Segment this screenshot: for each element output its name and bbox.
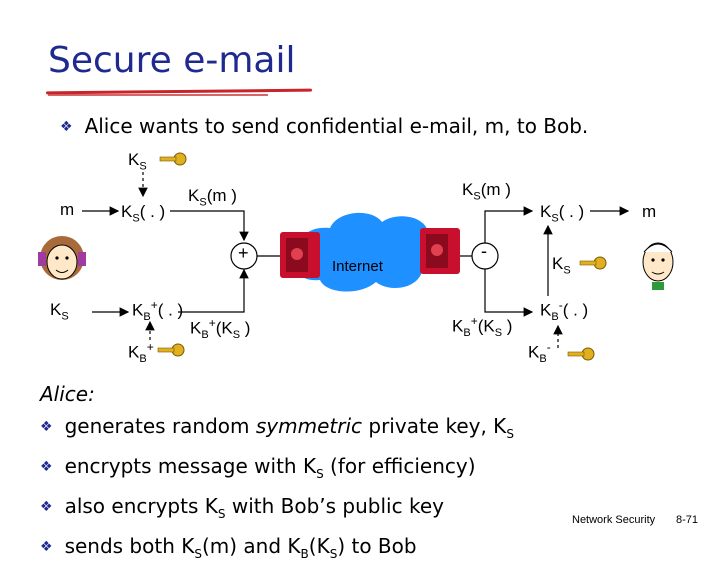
m-left-label: m: [60, 200, 75, 219]
plus-sign: +: [238, 243, 249, 263]
ksm-left-label: KS(m ): [188, 186, 237, 209]
bullet-icon: ❖: [40, 499, 53, 515]
kbpub-key-label: KB+: [128, 340, 154, 366]
internet-cloud: [299, 212, 442, 292]
ksm-right-label: KS(m ): [462, 180, 511, 203]
ks-right-label: KS: [552, 254, 571, 277]
title-underline-2: [48, 94, 268, 96]
ks-left-label: KS: [50, 300, 69, 323]
router-left-icon: [280, 232, 320, 278]
key-icon: [157, 343, 185, 357]
minus-to-ksdec-arrow: [484, 206, 534, 243]
alice-heading: Alice:: [40, 382, 95, 406]
kbks-to-plus-arrow: [178, 268, 249, 313]
diagram: [38, 152, 674, 361]
list-item: ❖also encrypts KS with Bob’s public key: [40, 494, 444, 521]
ks-top-label: KS: [128, 150, 147, 173]
bullet-icon: ❖: [40, 459, 53, 475]
bullet-icon: ❖: [60, 119, 73, 135]
kbpriv-key-label: KB-: [528, 340, 551, 366]
kbpriv-decrypt-label: KB-( . ): [540, 298, 589, 324]
list-item: ❖encrypts message with KS (for efficienc…: [40, 454, 476, 481]
bullet-icon: ❖: [40, 419, 53, 435]
kbpub-encrypt-label: KB+( . ): [132, 298, 184, 324]
intro-text: Alice wants to send confidential e-mail,…: [84, 114, 589, 138]
key-icon: [579, 256, 607, 270]
list-item: ❖generates random symmetric private key,…: [40, 414, 514, 441]
ksm-to-plus-arrow: [170, 210, 249, 242]
alice-avatar: [38, 236, 86, 280]
list-item: ❖sends both KS(m) and KB(KS) to Bob: [40, 534, 417, 561]
minus-to-kbdec-arrow: [484, 269, 534, 317]
internet-label: Internet: [332, 258, 383, 275]
kbks-right-label: KB+(KS ): [452, 314, 513, 340]
minus-sign: -: [481, 241, 487, 261]
alice-steps: Alice: ❖generates random symmetric priva…: [40, 378, 514, 570]
page-number: 8-71: [676, 514, 699, 526]
m-right-label: m: [642, 202, 657, 221]
bullet-icon: ❖: [40, 539, 53, 555]
ks-encrypt-label: KS( . ): [121, 202, 166, 225]
key-icon: [567, 347, 595, 361]
footer-label: Network Security: [572, 514, 656, 526]
key-icon: [159, 152, 187, 166]
router-right-icon: [420, 228, 460, 274]
kbks-left-label: KB+(KS ): [190, 316, 251, 342]
ks-decrypt-label: KS( . ): [540, 202, 585, 225]
intro-bullet: ❖ Alice wants to send confidential e-mail…: [60, 114, 588, 138]
bob-avatar: [642, 242, 674, 290]
page-title: Secure e-mail: [48, 40, 296, 81]
